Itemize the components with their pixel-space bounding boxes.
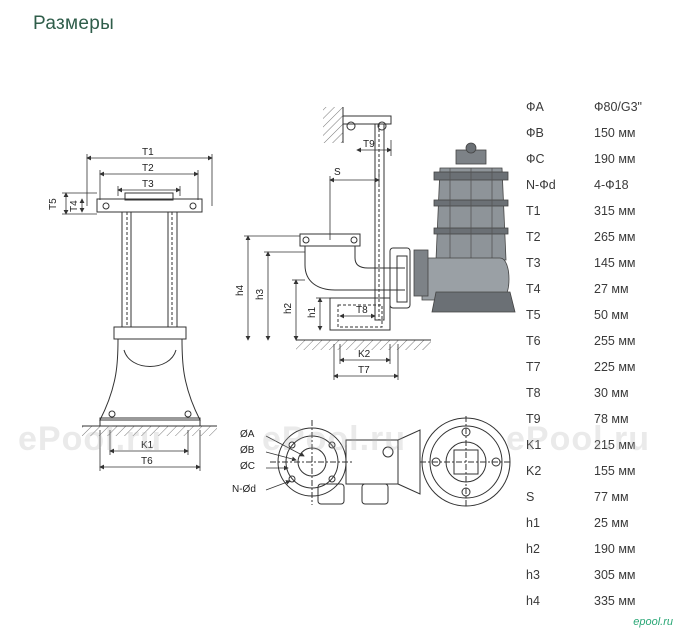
watermark: ePool.ru [262,420,407,458]
spec-value: 27 мм [594,282,629,296]
label-S: S [334,167,341,178]
spec-value: 215 мм [594,438,636,452]
label-T2: T2 [142,163,154,174]
spec-value: 315 мм [594,204,636,218]
spec-key: N-Фd [526,178,556,192]
label-B: ØB [240,445,255,456]
spec-row: T3 145 мм [520,250,684,276]
plan-view [270,416,512,508]
spec-value: 25 мм [594,516,629,530]
side-view [299,115,411,331]
spec-value: 255 мм [594,334,636,348]
spec-row: h1 25 мм [520,510,684,536]
spec-key: h1 [526,516,540,530]
spec-row: T1 315 мм [520,198,684,224]
floor-hatch-left [82,426,217,436]
label-T3: T3 [142,179,154,190]
spec-row: T2 265 мм [520,224,684,250]
watermark: ePool.ru [506,420,651,458]
label-T1: T1 [142,147,154,158]
spec-row: T8 30 мм [520,380,684,406]
floor-hatch-mid [296,340,431,350]
spec-row: ФA Ф80/G3" [520,94,684,120]
spec-row: T9 78 мм [520,406,684,432]
spec-row: T5 50 мм [520,302,684,328]
label-K2: K2 [358,349,371,360]
spec-value: 190 мм [594,542,636,556]
front-view [96,192,203,427]
spec-value: 145 мм [594,256,636,270]
label-h2: h2 [283,302,294,314]
spec-row: T6 255 мм [520,328,684,354]
spec-key: h2 [526,542,540,556]
spec-row: K2 155 мм [520,458,684,484]
spec-value: 50 мм [594,308,629,322]
spec-row: T4 27 мм [520,276,684,302]
spec-key: T9 [526,412,541,426]
label-Nd: N-Ød [232,484,256,495]
pump-illustration [413,142,516,313]
dimension-drawing: T1 T2 T3 T5 T4 K1 T6 [48,107,516,508]
label-T8: T8 [356,305,368,316]
spec-key: T4 [526,282,541,296]
label-T4: T4 [69,200,80,212]
label-h4: h4 [235,284,246,296]
spec-key: ФA [526,100,544,114]
spec-key: T6 [526,334,541,348]
spec-key: h3 [526,568,540,582]
label-A: ØA [240,429,255,440]
label-K1: K1 [141,440,154,451]
label-T9: T9 [363,139,375,150]
spec-row: N-Фd 4-Ф18 [520,172,684,198]
spec-key: T7 [526,360,541,374]
spec-key: T1 [526,204,541,218]
spec-value: Ф80/G3" [594,100,642,114]
spec-value: 265 мм [594,230,636,244]
spec-key: ФC [526,152,545,166]
watermark: ePool.ru [18,420,163,458]
front-view-dims [62,154,213,471]
label-T5: T5 [48,198,59,210]
spec-value: 78 мм [594,412,629,426]
spec-key: T2 [526,230,541,244]
label-h3: h3 [255,288,266,300]
spec-value: 77 мм [594,490,629,504]
label-T7: T7 [358,365,370,376]
spec-row: ФC 190 мм [520,146,684,172]
spec-row: h4 335 мм [520,588,684,614]
spec-value: 335 мм [594,594,636,608]
spec-key: T5 [526,308,541,322]
spec-value: 225 мм [594,360,636,374]
spec-row: S 77 мм [520,484,684,510]
spec-value: 305 мм [594,568,636,582]
spec-key: S [526,490,535,504]
spec-value: 155 мм [594,464,636,478]
page-title: Размеры [33,13,115,34]
spec-key: K2 [526,464,542,478]
spec-row: ФB 150 мм [520,120,684,146]
spec-key: T3 [526,256,541,270]
spec-row: T7 225 мм [520,354,684,380]
spec-key: K1 [526,438,542,452]
spec-value: 150 мм [594,126,636,140]
label-h1: h1 [307,306,318,318]
side-view-dims [244,140,399,380]
brand-logo: epool.ru [633,616,673,628]
spec-row: h3 305 мм [520,562,684,588]
spec-value: 30 мм [594,386,629,400]
spec-value: 190 мм [594,152,636,166]
spec-row: K1 215 мм [520,432,684,458]
spec-value: 4-Ф18 [594,178,629,192]
spec-key: h4 [526,594,540,608]
wall-hatch [323,107,343,143]
spec-row: h2 190 мм [520,536,684,562]
label-T6: T6 [141,456,153,467]
label-C: ØC [240,461,255,472]
plan-view-leaders [265,435,305,491]
spec-key: ФB [526,126,544,140]
spec-key: T8 [526,386,541,400]
